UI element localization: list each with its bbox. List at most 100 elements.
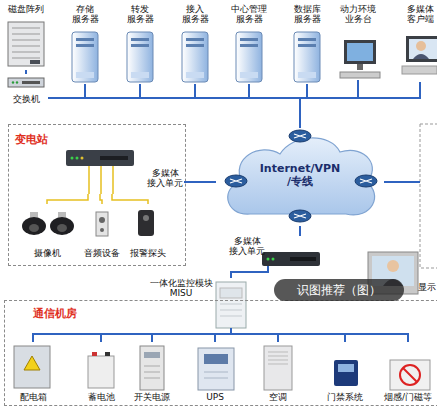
node-label: 多媒体 接入单元 [146, 168, 184, 188]
alarm-probe-node: 报警探头 [126, 204, 170, 260]
substation-group: 多媒体 接入单元摄像机音频设备报警探头 变电站 [8, 124, 186, 266]
machine-room-group: 配电箱 蓄电池开关电源 UPS 空调 门禁系统烟感/门磁等 通信机房 [4, 300, 437, 406]
camera-node: 摄像机 [14, 204, 80, 260]
disk-array-icon [8, 22, 44, 66]
network-link [48, 82, 420, 98]
node-label: 蓄电池 [76, 392, 126, 402]
node-label: 存储 服务器 [68, 4, 102, 24]
router-icon [289, 210, 311, 222]
signal-wire [89, 166, 113, 194]
smoke-sensor-icon [390, 360, 430, 390]
alarm-probe-icon [138, 210, 154, 236]
network-link [101, 328, 231, 342]
network-link [48, 84, 249, 98]
node-label: 配电箱 [8, 392, 58, 402]
node-label: 开关电源 [130, 392, 174, 402]
workstation-node: 动力环境 业务台 [336, 4, 380, 80]
node-label: 门禁系统 [320, 392, 370, 402]
network-link [184, 181, 216, 183]
server-node: 数据库 服务器 [290, 4, 324, 84]
ups-icon [198, 348, 234, 390]
router-icon [355, 175, 377, 187]
node-label: 动力环境 业务台 [336, 4, 380, 24]
network-link [33, 328, 231, 342]
network-link [299, 226, 301, 236]
network-link [48, 84, 140, 98]
switch-node: 交换机 [4, 74, 48, 106]
access-control-icon [334, 360, 358, 386]
distribution-box: 配电箱 [8, 342, 58, 404]
server-icon [127, 32, 153, 82]
node-label: 通信机房 [33, 307, 93, 320]
audio-device-icon [96, 212, 108, 236]
router-icon [289, 130, 311, 142]
signal-cable [100, 194, 102, 204]
server-node: 接入 服务器 [178, 4, 212, 84]
network-link [48, 98, 300, 128]
air-conditioner-icon [264, 346, 292, 390]
node-label: 音频设备 [82, 248, 122, 258]
watermark: 识图推荐（图） [274, 279, 404, 301]
client-node: 多媒体 客户端 [403, 4, 437, 82]
battery-icon [88, 352, 114, 388]
access-control: 门禁系统 [320, 342, 370, 404]
server-node: 存储 服务器 [68, 4, 102, 84]
server-node: 转发 服务器 [123, 4, 157, 84]
node-label: 一体化监控模块 MISU [148, 278, 214, 298]
misu-cabinet-icon [216, 282, 246, 328]
power-supply-icon [140, 346, 164, 390]
partial-dashed-box [420, 124, 437, 268]
network-link [25, 70, 27, 74]
node-label: 变电站 [15, 133, 59, 146]
disk-array: 磁盘阵列 [2, 4, 50, 70]
air-conditioner: 空调 [254, 342, 302, 404]
network-link [231, 328, 408, 342]
network-link [152, 328, 231, 342]
node-label: 数据库 服务器 [290, 4, 324, 24]
server-icon [182, 32, 208, 82]
node-label: 摄像机 [14, 248, 80, 258]
cut-off-label: 显示 [418, 282, 437, 292]
server-icon [294, 32, 320, 82]
node-label: 磁盘阵列 [2, 4, 50, 14]
node-label: 接入 服务器 [178, 4, 212, 24]
network-link [48, 84, 195, 98]
node-label: 多媒体 客户端 [403, 4, 437, 24]
network-link [48, 84, 85, 98]
access-unit-icon [66, 150, 134, 166]
node-label: Internet/VPN /专线 [258, 162, 342, 188]
access-unit: 多媒体 接入单元 [62, 146, 184, 194]
access-unit: 多媒体 接入单元 [228, 236, 322, 266]
network-link [48, 84, 307, 98]
node-label: 多媒体 接入单元 [228, 236, 266, 256]
server-icon [72, 32, 98, 82]
distribution-box-icon [14, 346, 50, 388]
node-label: UPS [190, 392, 240, 402]
client-icon [402, 36, 437, 74]
node-label: 报警探头 [126, 248, 170, 258]
audio-node: 音频设备 [82, 204, 122, 260]
battery-node: 蓄电池 [76, 342, 126, 404]
server-node: 中心管理 服务器 [229, 4, 269, 84]
misu-node: 一体化监控模块 MISU [148, 278, 248, 328]
node-label: 转发 服务器 [123, 4, 157, 24]
workstation-icon [340, 40, 380, 78]
node-label: 空调 [254, 392, 302, 402]
access-unit-icon [262, 252, 320, 266]
node-label: 交换机 [4, 94, 48, 104]
node-label: 烟感/门磁等 [380, 392, 436, 402]
cloud-link-line [384, 182, 420, 183]
network-link [231, 266, 268, 278]
ups-node: UPS [190, 342, 240, 404]
server-icon [236, 32, 262, 82]
network-link [48, 80, 358, 98]
network-link [215, 328, 231, 342]
smoke-sensor: 烟感/门磁等 [380, 342, 436, 404]
switch-icon [8, 78, 44, 87]
signal-cable [112, 194, 148, 204]
camera-icon [22, 212, 74, 235]
cloud-shape [228, 138, 375, 215]
